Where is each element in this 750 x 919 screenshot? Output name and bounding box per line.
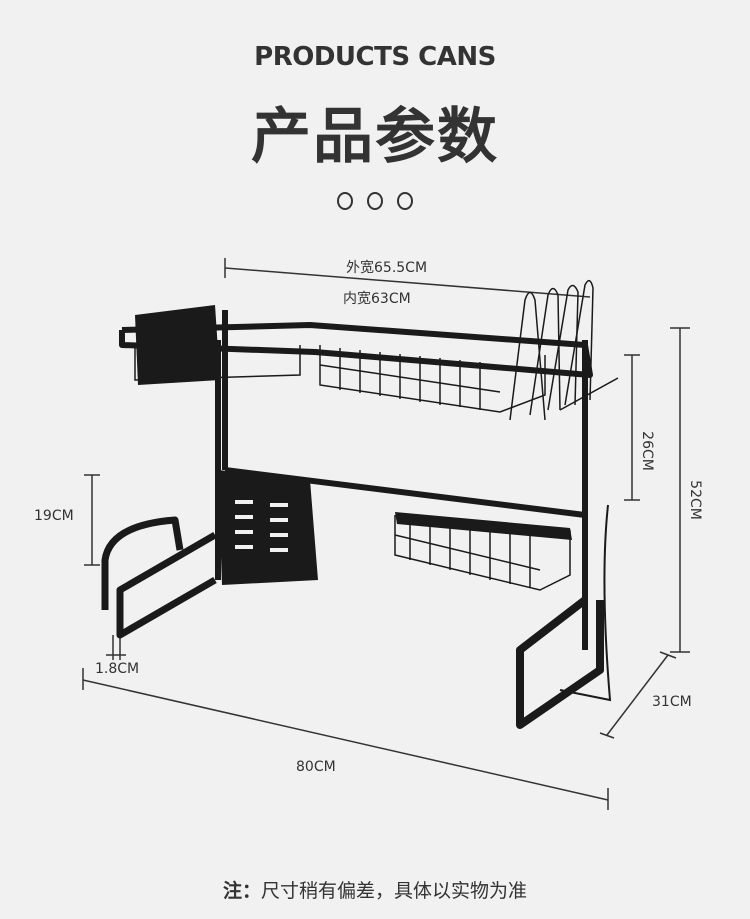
footnote: 注：尺寸稍有偏差，具体以实物为准 bbox=[0, 876, 750, 903]
circle-icon bbox=[397, 192, 413, 210]
side-rack-height-label: 19CM bbox=[34, 508, 74, 524]
baskets bbox=[134, 279, 619, 702]
holders bbox=[135, 305, 572, 585]
subtitle-en: PRODUCTS CANS bbox=[254, 42, 496, 72]
page-title: 产品参数 bbox=[251, 102, 499, 172]
total-length-label: 80CM bbox=[296, 759, 336, 775]
circle-icon bbox=[367, 192, 383, 210]
outer-width-label: 外宽65.5CM bbox=[346, 260, 428, 276]
total-height-label: 52CM bbox=[686, 480, 703, 520]
circle-icon bbox=[337, 192, 353, 210]
note-label: 注： bbox=[222, 880, 261, 902]
decorative-dots bbox=[0, 192, 750, 210]
note-text: 尺寸稍有偏差，具体以实物为准 bbox=[261, 880, 528, 902]
inner-width-label: 内宽63CM bbox=[343, 291, 411, 307]
depth-label: 31CM bbox=[652, 694, 692, 710]
dimension-lines bbox=[82, 258, 690, 810]
upper-height-label: 26CM bbox=[638, 431, 655, 471]
foot-height-label: 1.8CM bbox=[95, 661, 140, 677]
